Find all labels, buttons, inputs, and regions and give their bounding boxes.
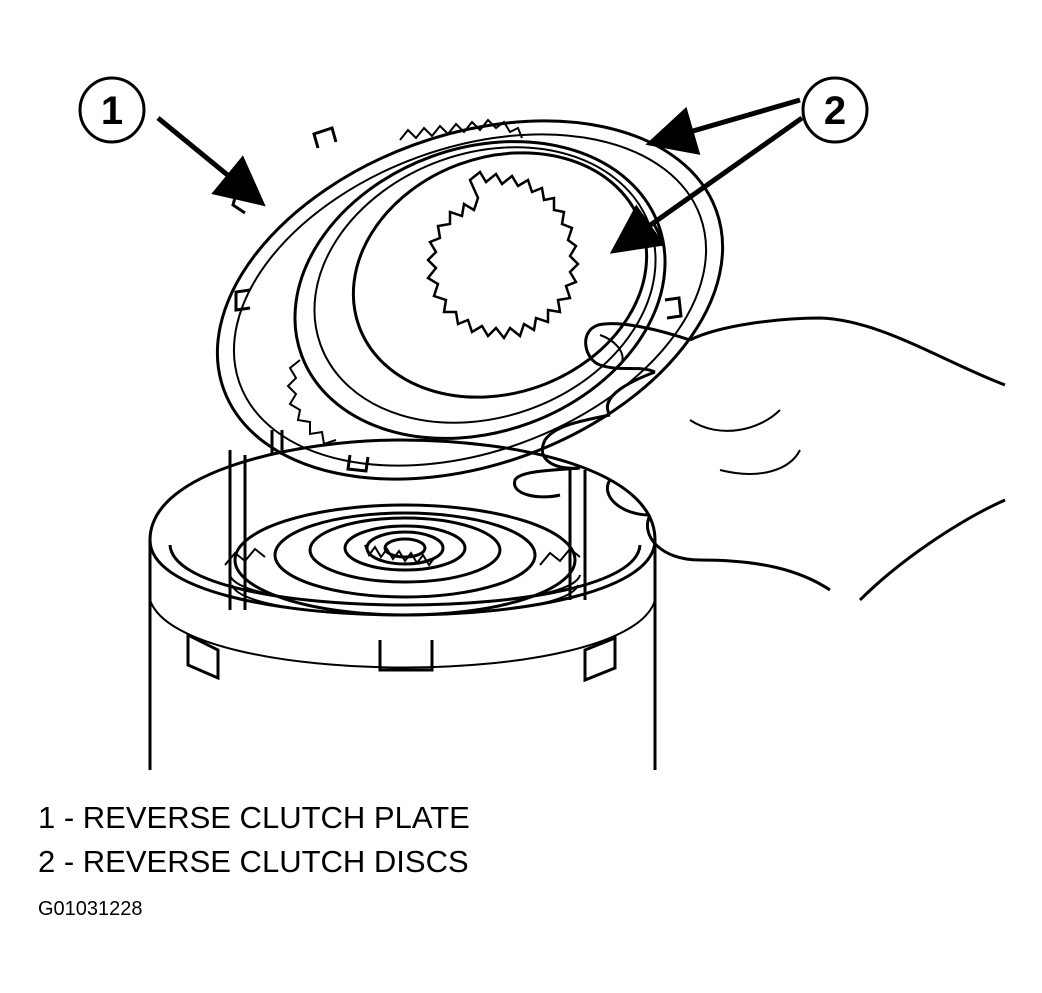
figure-id: G01031228 xyxy=(38,898,143,920)
reverse-clutch-plate xyxy=(215,119,725,481)
callout-1: 1 xyxy=(78,76,266,207)
hand xyxy=(513,316,1006,602)
callout-2: 2 xyxy=(609,76,869,254)
clutch-illustration: 1 2 xyxy=(78,76,1006,770)
callout-1-number: 1 xyxy=(101,89,123,133)
callout-1-leader xyxy=(156,116,266,207)
legend-item-1: 1 - REVERSE CLUTCH PLATE xyxy=(38,800,470,835)
legend: 1 - REVERSE CLUTCH PLATE 2 - REVERSE CLU… xyxy=(38,796,938,884)
legend-item-2: 2 - REVERSE CLUTCH DISCS xyxy=(38,844,469,879)
callout-2-leader-b xyxy=(609,115,804,254)
reverse-clutch-discs xyxy=(286,118,667,446)
callout-2-leader-a xyxy=(645,97,801,155)
clutch-drum xyxy=(148,430,657,770)
callout-2-number: 2 xyxy=(824,89,846,133)
